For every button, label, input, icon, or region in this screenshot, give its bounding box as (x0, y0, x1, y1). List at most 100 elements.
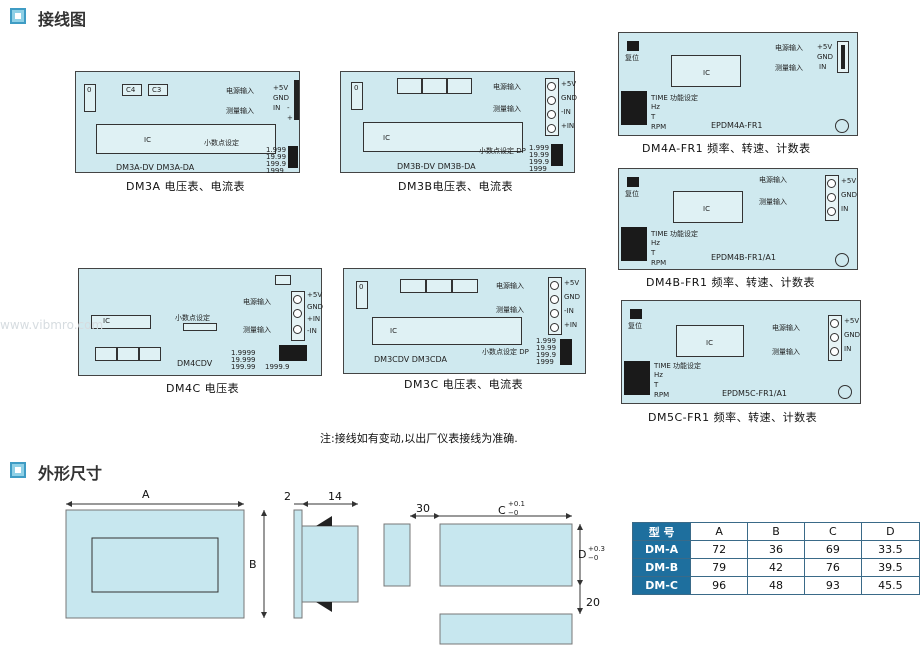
dim-label-14: 14 (328, 490, 342, 503)
connector-zero (356, 281, 368, 309)
dim-label-d: D (578, 548, 587, 561)
decimal-point-label: 小数点设定 DP (482, 348, 529, 356)
terminal-block (545, 78, 559, 136)
term-label-plus-in: +IN (561, 122, 575, 130)
mode-t: T (651, 249, 656, 257)
dp-jumper (551, 144, 563, 166)
pin-label-in: IN (273, 104, 281, 112)
ic-chip (91, 315, 151, 329)
terminal-screw (550, 323, 559, 332)
dim-tol-c-bot: −0 (508, 509, 519, 517)
term-label-gnd: GND (564, 293, 581, 301)
dim-label-20: 20 (586, 596, 600, 609)
ic-label: IC (706, 339, 713, 347)
display-segment-1 (400, 279, 426, 293)
range-3: 199.9 (536, 351, 557, 359)
caption-dm5c: DM5C-FR1 频率、转速、计数表 (648, 411, 818, 424)
dim-label-2: 2 (284, 490, 291, 503)
reset-label: 复位 (628, 322, 642, 330)
cutout-bottom (439, 613, 573, 645)
dp-jumper (288, 146, 298, 168)
power-input-label: 电源输入 (772, 324, 800, 332)
side-clip (316, 602, 332, 612)
range-2: 19.99 (529, 151, 550, 159)
display-segment-2 (426, 279, 452, 293)
mounting-hole (835, 253, 849, 267)
caption-dm4a: DM4A-FR1 频率、转速、计数表 (642, 142, 811, 155)
table-cell: 72 (690, 540, 749, 559)
board-dm3c: 0 电源输入 测量输入 +5V GND -IN +IN IC 小数点设定 DP … (343, 268, 586, 374)
cutout-left-panel (383, 523, 411, 587)
range-2: 19.99 (536, 344, 557, 352)
measure-input-label: 测量输入 (243, 326, 271, 334)
terminal-screw (827, 207, 836, 216)
term-label-minus-in: -IN (307, 327, 317, 335)
ic-chip (673, 191, 743, 223)
mode-jumper (621, 227, 647, 261)
mode-t: T (651, 113, 656, 121)
board-dm3b: 0 电源输入 测量输入 +5V GND -IN +IN IC 小数点设定 DP … (340, 71, 577, 173)
table-header-row: 型 号 A B C D (631, 522, 920, 541)
terminal-screw (293, 325, 302, 334)
range-1: 1.999 (536, 337, 557, 345)
measure-input-label: 测量输入 (493, 105, 521, 113)
arrow (577, 580, 583, 586)
arrow (261, 612, 267, 618)
ic-label: IC (383, 134, 390, 142)
dim-label-b: B (249, 558, 257, 571)
power-input-label: 电源输入 (226, 87, 254, 95)
label-zero: 0 (359, 283, 364, 291)
term-label-gnd: GND (307, 303, 324, 311)
range-2: 19.99 (266, 153, 287, 161)
dp-jumper (560, 339, 572, 365)
table-cell-model: DM-C (631, 576, 692, 595)
range-3: 199.99 (231, 363, 256, 371)
chip-c3 (148, 84, 168, 96)
term-label-plus-in: +IN (307, 315, 321, 323)
range-3: 199.9 (266, 160, 287, 168)
time-setting-label: TIME 功能设定 (651, 94, 699, 102)
terminal-block (548, 277, 562, 335)
arrow (66, 501, 72, 507)
chip-c3-label: C3 (152, 86, 162, 94)
caption-dm3b: DM3B电压表、电流表 (398, 180, 514, 193)
ic-label: IC (103, 317, 110, 325)
range-1: 1.999 (529, 144, 550, 152)
chip-c4-label: C4 (126, 86, 136, 94)
board-dm3a: 0 C4 C3 电源输入 测量输入 +5V GND IN - + IC 小数点设… (75, 71, 300, 175)
table-cell-model: DM-B (631, 558, 692, 577)
dim-label-c: C (498, 504, 506, 517)
measure-input-label: 测量输入 (759, 198, 787, 206)
dimension-drawing (65, 501, 583, 645)
terminal-screw (830, 347, 839, 356)
reset-switch (630, 309, 642, 319)
arrow (566, 513, 572, 519)
table-header-cell: 型 号 (631, 522, 692, 541)
display-segment-1 (397, 78, 422, 94)
table-cell: 45.5 (860, 576, 920, 595)
terminal-screw (827, 193, 836, 202)
power-input-label: 电源输入 (496, 282, 524, 290)
term-label-5v: +5V (561, 80, 577, 88)
reset-switch (627, 177, 639, 187)
terminal-screw (550, 281, 559, 290)
dim-tol-c-top: +0.1 (508, 500, 525, 508)
table-cell: 36 (747, 540, 805, 559)
board-dm5c: 复位 IC 电源输入 测量输入 +5V GND IN TIME 功能设定 Hz … (621, 300, 861, 404)
decimal-point-label: 小数点设定 DP (479, 147, 526, 155)
watermark: www.vibmro.com (0, 318, 104, 332)
dim-tol-d-top: +0.3 (588, 545, 605, 553)
measure-input-label: 测量输入 (496, 306, 524, 314)
mode-jumper (621, 91, 647, 125)
table-cell: 76 (803, 558, 862, 577)
range-4: 1999 (266, 167, 284, 175)
model-label: DM3B-DV DM3B-DA (397, 162, 476, 171)
mode-rpm: RPM (651, 259, 667, 267)
time-setting-label: TIME 功能设定 (654, 362, 702, 370)
model-label: DM3CDV DM3CDA (374, 355, 448, 364)
model-label: DM4CDV (177, 359, 213, 368)
mode-t: T (654, 381, 659, 389)
range-3: 199.9 (529, 158, 550, 166)
pin-label-in: IN (819, 63, 827, 71)
power-input-label: 电源输入 (493, 83, 521, 91)
